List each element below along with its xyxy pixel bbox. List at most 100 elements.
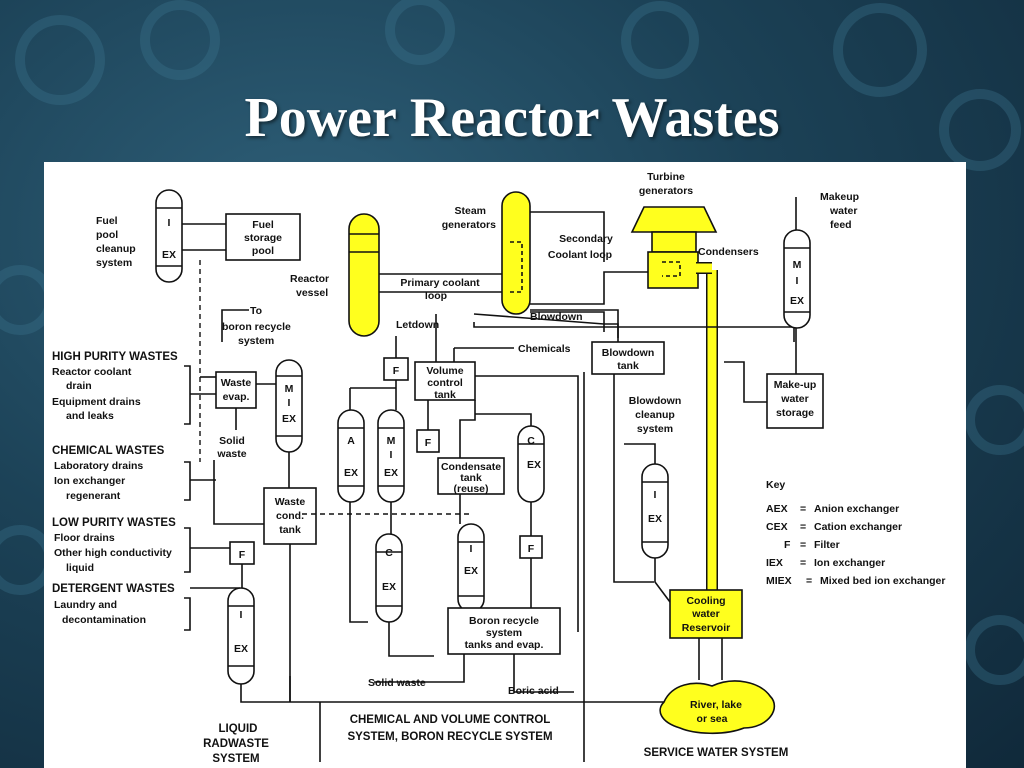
svg-text:I: I	[470, 543, 473, 555]
to-boron-recycle-label: To boron recycle system	[222, 305, 291, 347]
svg-text:CHEMICAL AND VOLUME CONTROL: CHEMICAL AND VOLUME CONTROL	[350, 714, 551, 726]
svg-text:Coolant loop: Coolant loop	[548, 249, 612, 261]
svg-text:=: =	[800, 557, 806, 569]
svg-text:system: system	[96, 257, 132, 269]
svg-text:M: M	[387, 435, 396, 447]
svg-text:EX: EX	[790, 295, 804, 307]
svg-text:cleanup: cleanup	[96, 243, 136, 255]
svg-text:(reuse): (reuse)	[453, 483, 488, 495]
svg-text:I: I	[796, 275, 799, 287]
svg-text:Secondary: Secondary	[559, 233, 613, 245]
fuel-pool-iex-column	[155, 189, 183, 283]
svg-text:I: I	[168, 217, 171, 229]
makeup-water-feed-label: Makeup water feed	[820, 191, 859, 231]
svg-text:cleanup: cleanup	[635, 409, 675, 421]
svg-text:LIQUID: LIQUID	[219, 723, 258, 735]
svg-text:pool: pool	[252, 245, 274, 257]
waste-category-detergent: DETERGENT WASTES Laundry and decontamina…	[52, 583, 175, 626]
svg-text:EX: EX	[162, 249, 176, 261]
svg-text:decontamination: decontamination	[62, 614, 146, 626]
waste-cond-tank-label: Waste cond. tank	[275, 496, 306, 536]
svg-text:loop: loop	[425, 290, 447, 302]
svg-text:waste: waste	[216, 448, 246, 460]
svg-text:F: F	[784, 539, 791, 551]
solid-waste-upper-label: Solid waste	[216, 435, 246, 460]
svg-text:=: =	[806, 575, 812, 587]
blowdown-iex-column	[641, 463, 669, 559]
svg-text:liquid: liquid	[66, 562, 94, 574]
svg-text:CHEMICAL WASTES: CHEMICAL WASTES	[52, 445, 165, 457]
svg-text:drain: drain	[66, 380, 92, 392]
reactor-vessel-shape	[348, 213, 380, 337]
svg-text:and leaks: and leaks	[66, 410, 114, 422]
waste-miex-labels: M I EX	[282, 383, 296, 425]
svg-text:RADWASTE: RADWASTE	[203, 738, 269, 750]
svg-text:To: To	[250, 305, 262, 317]
svg-text:Reservoir: Reservoir	[682, 622, 730, 634]
svg-text:tanks and evap.: tanks and evap.	[465, 639, 544, 651]
makeup-miex-labels: M I EX	[790, 259, 804, 307]
condenser-shape	[647, 251, 699, 289]
condensate-tank-box	[437, 457, 505, 495]
svg-text:EX: EX	[464, 565, 478, 577]
svg-text:IEX: IEX	[766, 557, 783, 569]
svg-text:vessel: vessel	[296, 287, 328, 299]
cooling-water-reservoir-label: Cooling water Reservoir	[682, 595, 730, 634]
slide-title: Power Reactor Wastes	[244, 87, 780, 149]
svg-text:EX: EX	[282, 413, 296, 425]
svg-text:HIGH PURITY WASTES: HIGH PURITY WASTES	[52, 351, 178, 363]
cvcs-system-label: CHEMICAL AND VOLUME CONTROL SYSTEM, BORO…	[347, 714, 552, 743]
river-lake-sea-shape	[659, 680, 776, 735]
svg-text:evap.: evap.	[223, 391, 250, 403]
svg-text:boron recycle: boron recycle	[222, 321, 291, 333]
svg-text:Ion exchanger: Ion exchanger	[814, 557, 885, 569]
svg-text:EX: EX	[344, 467, 358, 479]
makeup-water-storage-box	[766, 373, 824, 429]
condensate-tank-label: Condensate tank (reuse)	[441, 461, 501, 495]
waste-category-low-purity: LOW PURITY WASTES Floor drains Other hig…	[52, 517, 176, 574]
turbine-shape	[630, 206, 718, 233]
waste-category-chemical: CHEMICAL WASTES Laboratory drains Ion ex…	[52, 445, 165, 502]
filter-labels: F F F F	[239, 365, 535, 561]
svg-text:Other high conductivity: Other high conductivity	[54, 547, 172, 559]
svg-text:tank: tank	[460, 472, 482, 484]
svg-text:Fuel: Fuel	[96, 215, 118, 227]
svg-text:DETERGENT WASTES: DETERGENT WASTES	[52, 583, 175, 595]
svg-text:C: C	[527, 435, 535, 447]
svg-text:Volume: Volume	[426, 365, 463, 377]
svg-text:EX: EX	[527, 459, 541, 471]
svg-text:Ion exchanger: Ion exchanger	[54, 475, 125, 487]
key-title: Key	[766, 479, 785, 491]
svg-text:C: C	[385, 547, 393, 559]
svg-text:water: water	[780, 393, 808, 405]
svg-text:=: =	[800, 521, 806, 533]
svg-text:Laboratory drains: Laboratory drains	[54, 460, 143, 472]
svg-text:Cation exchanger: Cation exchanger	[814, 521, 902, 533]
makeup-water-storage-label: Make-up water storage	[774, 379, 817, 419]
svg-text:Anion exchanger: Anion exchanger	[814, 503, 899, 515]
fuel-pool-cleanup-label: Fuel pool cleanup system	[96, 215, 136, 269]
svg-text:Laundry and: Laundry and	[54, 599, 117, 611]
svg-text:F: F	[239, 549, 246, 561]
svg-text:M: M	[793, 259, 802, 271]
svg-text:Condensate: Condensate	[441, 461, 501, 473]
svg-text:Blowdown: Blowdown	[629, 395, 682, 407]
svg-text:Filter: Filter	[814, 539, 840, 551]
fuel-storage-pool-box	[225, 213, 301, 261]
svg-text:Waste: Waste	[275, 496, 306, 508]
steam-generators-label: Steam generators	[442, 205, 496, 231]
chemicals-label: Chemicals	[518, 343, 571, 355]
svg-text:EX: EX	[648, 513, 662, 525]
svg-text:I: I	[654, 489, 657, 501]
liquid-radwaste-system-label: LIQUID RADWASTE SYSTEM	[203, 723, 269, 765]
svg-text:EX: EX	[234, 643, 248, 655]
blowdown-tank-box	[591, 341, 665, 375]
letdown-label: Letdown	[396, 319, 439, 331]
cvcs-exchanger-labels: A EX M I EX C EX C EX I EX I EX I EX	[234, 435, 662, 655]
svg-text:system: system	[637, 423, 673, 435]
solid-waste-lower-label: Solid waste	[368, 677, 426, 689]
svg-text:pool: pool	[96, 229, 118, 241]
svg-text:M: M	[285, 383, 294, 395]
svg-text:Equipment drains: Equipment drains	[52, 396, 141, 408]
svg-text:control: control	[427, 377, 463, 389]
